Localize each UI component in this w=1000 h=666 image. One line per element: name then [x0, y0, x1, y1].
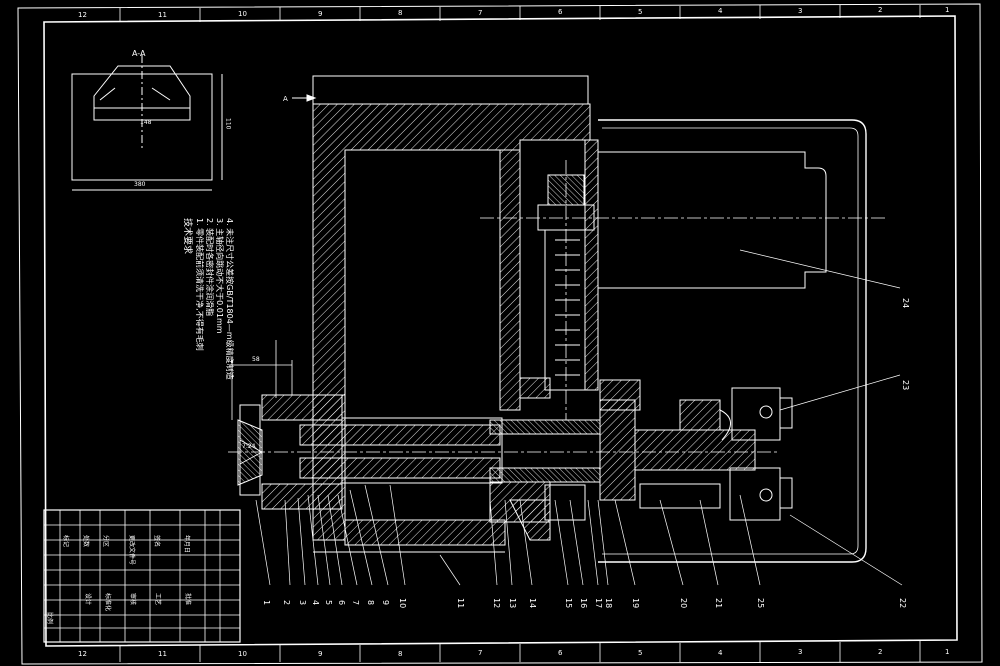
part-number-callouts: 1 2 3 4 5 6 7 8 9 10 11 12 13 14 15 16 1… [262, 298, 910, 608]
title-row: 标记 [62, 535, 70, 547]
tech-note: 2. 装配时各密封件涂润滑脂 [205, 218, 215, 316]
zone-num: 10 [238, 650, 247, 658]
vertical-shaft [519, 174, 641, 411]
title-block-text: 标记 处数 分区 更改文件号 签名 年月日 设计 标准化 审核 工艺 批准 比例 [46, 535, 192, 624]
title-row: 签名 [153, 535, 161, 547]
part-number: 15 [564, 598, 573, 608]
detail-dim-bottom: 380 [134, 181, 146, 188]
zone-num: 1 [945, 6, 949, 14]
part-number: 20 [679, 598, 688, 608]
zone-num: 11 [158, 650, 167, 658]
part-number: 3 [298, 600, 307, 605]
part-number: 24 [901, 298, 910, 308]
zone-num: 7 [478, 649, 482, 657]
part-number: 11 [456, 598, 465, 608]
zone-num: 11 [158, 11, 167, 19]
spindle-assembly [237, 394, 756, 541]
dim-angle: 7:24 [242, 443, 256, 450]
zone-num: 5 [638, 649, 642, 657]
title-row: 分区 [102, 535, 110, 547]
zone-numbers-bottom: 12 11 10 9 8 7 6 5 4 3 2 1 [78, 648, 949, 658]
motor-housing [598, 119, 867, 563]
detail-label: A-A [132, 49, 146, 58]
zone-num: 8 [398, 9, 402, 17]
zone-num: 4 [718, 7, 723, 15]
part-number: 19 [631, 598, 640, 608]
title-label: 设计 [84, 593, 92, 605]
zone-num: 9 [318, 10, 322, 18]
part-number: 17 [594, 598, 603, 608]
title-label: 审核 [129, 593, 137, 605]
zone-num: 7 [478, 9, 482, 17]
zone-numbers-top: 12 11 10 9 8 7 6 5 4 3 2 1 [78, 6, 949, 19]
part-number: 7 [351, 600, 360, 605]
zone-num: 2 [878, 648, 882, 656]
zone-num: 12 [78, 650, 87, 658]
part-number: 9 [381, 600, 390, 605]
part-number: 16 [579, 598, 588, 608]
detail-dim-side: 110 [225, 118, 232, 130]
detail-view [71, 55, 223, 191]
leader-lines [255, 249, 903, 586]
title-label: 批准 [184, 593, 192, 605]
tech-notes: 技术要求 1. 零件装配前须清洗干净,不得有毛刺 2. 装配时各密封件涂润滑脂 … [182, 218, 235, 380]
part-number: 4 [311, 600, 320, 605]
part-number: 2 [282, 600, 291, 605]
part-number: 1 [262, 600, 271, 605]
zone-num: 9 [318, 650, 322, 658]
title-scale: 比例 [46, 612, 54, 624]
view-arrow-a [292, 94, 317, 102]
zone-num: 12 [78, 11, 87, 19]
view-label-a: A [283, 95, 288, 103]
tech-note: 4. 未注尺寸公差按GB/T1804—m级精度制造 [225, 218, 235, 380]
title-row: 更改文件号 [128, 535, 136, 565]
tech-note: 1. 零件装配前须清洗干净,不得有毛刺 [195, 218, 205, 351]
dim-58: 58 [252, 356, 260, 363]
part-number: 23 [901, 380, 910, 390]
part-number: 5 [324, 600, 333, 605]
part-number: 12 [492, 598, 501, 608]
zone-num: 3 [798, 7, 802, 15]
zone-num: 6 [558, 8, 563, 16]
part-number: 6 [337, 600, 346, 605]
part-number: 10 [398, 598, 407, 608]
zone-num: 4 [718, 649, 723, 657]
part-number: 8 [366, 600, 375, 605]
title-label: 工艺 [154, 593, 162, 605]
title-row: 年月日 [183, 535, 191, 553]
left-dims [231, 340, 293, 465]
tech-note: 3. 主轴径向跳动不大于0.01mm [215, 218, 225, 334]
part-number: 18 [604, 598, 613, 608]
part-number: 13 [508, 598, 517, 608]
zone-num: 8 [398, 650, 402, 658]
zone-num: 6 [558, 649, 563, 657]
zone-num: 10 [238, 10, 247, 18]
zone-num: 1 [945, 648, 949, 656]
zone-num: 5 [638, 8, 642, 16]
part-number: 21 [714, 598, 723, 608]
detail-dim-top: 148 [140, 119, 152, 126]
zone-num: 3 [798, 648, 802, 656]
part-number: 25 [756, 598, 765, 608]
sheet-border [17, 3, 983, 665]
title-label: 标准化 [104, 593, 112, 611]
zone-num: 2 [878, 6, 882, 14]
title-block [43, 509, 241, 643]
part-number: 22 [898, 598, 907, 608]
tech-notes-title: 技术要求 [182, 218, 194, 254]
part-number: 14 [528, 598, 537, 608]
right-fittings [719, 387, 793, 521]
zone-ticks [119, 5, 921, 662]
title-row: 处数 [82, 535, 90, 547]
